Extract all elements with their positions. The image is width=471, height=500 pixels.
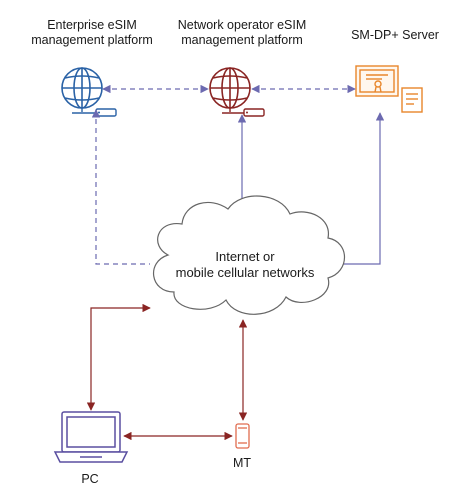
operator-platform-label: Network operator eSIM management platfor… — [167, 18, 317, 48]
certificate-icon — [355, 65, 423, 113]
smdp-server-label: SM-DP+ Server — [351, 28, 439, 42]
enterprise-platform-line2: management platform — [31, 33, 153, 47]
mt-label: MT — [232, 456, 252, 470]
enterprise-server-icon — [72, 108, 117, 117]
enterprise-platform-line1: Enterprise eSIM — [47, 18, 137, 32]
operator-platform-line1: Network operator eSIM — [177, 18, 307, 32]
network-cloud — [152, 195, 345, 315]
enterprise-cloud-link — [91, 109, 150, 265]
smdp-cloud-link — [329, 112, 385, 265]
operator-server-icon — [222, 108, 265, 117]
pc-label: PC — [81, 472, 99, 486]
mobile-phone-icon — [235, 423, 250, 449]
network-cloud-line2: mobile cellular networks — [175, 265, 315, 280]
network-cloud-label: Internet or mobile cellular networks — [160, 249, 330, 281]
operator-platform-line2: management platform — [181, 33, 303, 47]
enterprise-platform-label: Enterprise eSIM management platform — [17, 18, 167, 48]
network-cloud-line1: Internet or — [215, 249, 275, 264]
laptop-icon — [53, 411, 129, 463]
cloud-pc-link — [86, 303, 151, 411]
operator-globe-icon — [209, 67, 251, 109]
enterprise-globe-icon — [61, 67, 103, 109]
